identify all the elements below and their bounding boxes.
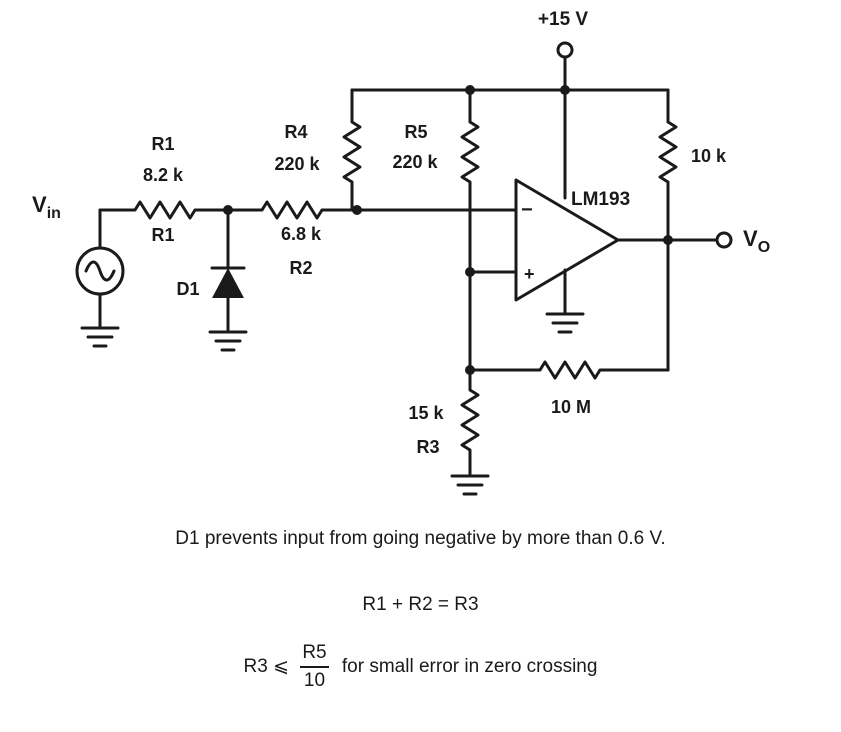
r3-name: R3 [416,437,439,457]
note-condition: R3 ⩽ R5 10 for small error in zero cross… [0,642,841,692]
r2-name: R2 [289,258,312,278]
resistor-r1 [133,200,264,220]
output-terminal [715,231,733,249]
ac-source [75,208,137,348]
r2-value: 6.8 k [281,224,322,244]
r1-top-name: R1 [151,134,174,154]
inverting-sign: − [521,199,533,221]
supply-rail [350,41,670,200]
feedback-value: 10 M [551,397,591,417]
supply-terminal [556,41,574,59]
pullup-value: 10 k [691,146,727,166]
resistor-r4 [342,88,362,212]
note-equation: R1 + R2 = R3 [362,594,479,615]
resistor-pullup [658,88,678,242]
r1-top-value: 8.2 k [143,165,184,185]
r4-name: R4 [284,122,307,142]
d1-label: D1 [176,279,199,299]
r1-bottom-name: R1 [151,225,174,245]
condition-rhs: for small error in zero crossing [341,656,598,678]
comparator-lm193 [465,178,733,334]
ic-label: LM193 [571,189,630,210]
fraction-numerator: R5 [300,642,329,668]
r4-value: 220 k [274,154,320,174]
feedback-network [450,238,670,496]
diode-d1 [208,208,248,352]
fraction: R5 10 [300,642,329,692]
sine-icon [84,260,116,282]
resistor-r5 [460,88,480,274]
r5-value: 220 k [392,152,438,172]
r5-name: R5 [404,122,427,142]
vin-label: Vin [32,192,61,222]
vout-label: VO [743,226,770,256]
noninverting-sign: + [524,264,535,284]
r3-value: 15 k [408,403,444,423]
supply-label: +15 V [538,9,589,30]
condition-lhs: R3 ⩽ [243,656,290,678]
resistor-r2 [260,200,518,220]
fraction-denominator: 10 [303,670,326,691]
note-diode: D1 prevents input from going negative by… [175,528,666,549]
